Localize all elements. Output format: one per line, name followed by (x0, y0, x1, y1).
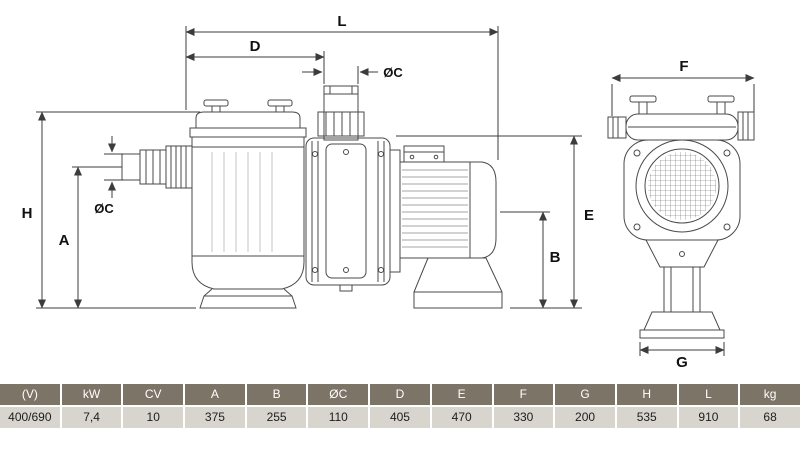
inlet-union (121, 145, 193, 189)
dimension-D (185, 51, 325, 84)
dimension-F (611, 74, 755, 116)
strainer-pot (191, 137, 305, 290)
table-header-cell: kW (61, 384, 124, 405)
motor-pedestal (413, 257, 503, 309)
front-side-union-right (737, 111, 755, 141)
front-lid-knobs (629, 95, 735, 115)
dim-label-L: L (337, 13, 346, 30)
motor-fins (402, 169, 468, 248)
table-header-cell: CV (123, 384, 186, 405)
table-value-cell: 470 (431, 407, 494, 428)
dimension-B (500, 211, 550, 309)
table-value-cell: 68 (740, 407, 800, 428)
strainer-mesh (648, 152, 716, 220)
table-header-cell: A (185, 384, 247, 405)
dimension-lines (36, 26, 755, 356)
front-lower-body (645, 239, 719, 268)
table-value-cell: 405 (370, 407, 432, 428)
dim-label-D: D (250, 38, 261, 55)
motor-end-cap (470, 161, 497, 259)
dim-label-G: G (676, 354, 688, 371)
table-value-cell: 10 (123, 407, 186, 428)
dimension-OC-top (302, 66, 378, 84)
dim-label-OC-inlet: ØC (94, 201, 114, 216)
dim-label-H: H (22, 205, 33, 222)
pump-front-foot (199, 288, 297, 309)
terminal-box (403, 145, 445, 163)
table-value-cell: 110 (308, 407, 371, 428)
dimension-L (185, 26, 499, 160)
pump-diagram: L D ØC H A ØC E B F G (22, 13, 755, 371)
table-value-cell: 255 (246, 407, 309, 428)
table-header-cell: kg (740, 384, 800, 405)
table-value-cell: 400/690 (0, 407, 62, 428)
table-header-cell: ØC (308, 384, 371, 405)
pump-front-view (607, 95, 755, 339)
dim-label-E: E (584, 207, 594, 224)
dimension-H (36, 111, 200, 309)
strainer-lid (195, 111, 301, 129)
table-value-cell: 7,4 (61, 407, 124, 428)
table-header-cell: B (246, 384, 309, 405)
dimensions-table: (V) kW CV A B ØC D E F G H L kg 400/690 … (0, 384, 800, 428)
strainer-window-outer (635, 139, 729, 233)
table-header-cell: G (555, 384, 617, 405)
table-header-cell: L (678, 384, 741, 405)
dim-label-OC-top: ØC (383, 65, 403, 80)
strainer-basket-texture (211, 152, 273, 252)
table-header-cell: F (493, 384, 556, 405)
table-header-row: (V) kW CV A B ØC D E F G H L kg (0, 384, 800, 405)
dim-label-B: B (550, 249, 561, 266)
strainer-window-inner (644, 148, 720, 224)
dimension-G (639, 342, 725, 356)
volute-body (305, 137, 391, 292)
table-value-cell: 535 (616, 407, 679, 428)
table-header-cell: (V) (0, 384, 62, 405)
dim-label-A: A (59, 232, 70, 249)
pump-side-view (121, 85, 503, 309)
table-value-cell: 200 (555, 407, 617, 428)
dimension-OC-inlet (104, 136, 124, 198)
dim-label-F: F (679, 58, 688, 75)
table-value-cell: 910 (678, 407, 741, 428)
table-value-row: 400/690 7,4 10 375 255 110 405 470 330 2… (0, 407, 800, 428)
discharge-pipe (317, 85, 365, 141)
dimension-A (72, 166, 122, 309)
table-header-cell: H (616, 384, 679, 405)
table-header-cell: D (370, 384, 432, 405)
motor (389, 145, 503, 309)
front-pedestal (639, 266, 725, 339)
table-header-cell: E (431, 384, 494, 405)
table-value-cell: 330 (493, 407, 556, 428)
front-side-union-left (607, 116, 627, 139)
table-value-cell: 375 (185, 407, 247, 428)
strainer-lid-knobs (203, 99, 293, 113)
lid-clamp-ring (189, 127, 307, 138)
